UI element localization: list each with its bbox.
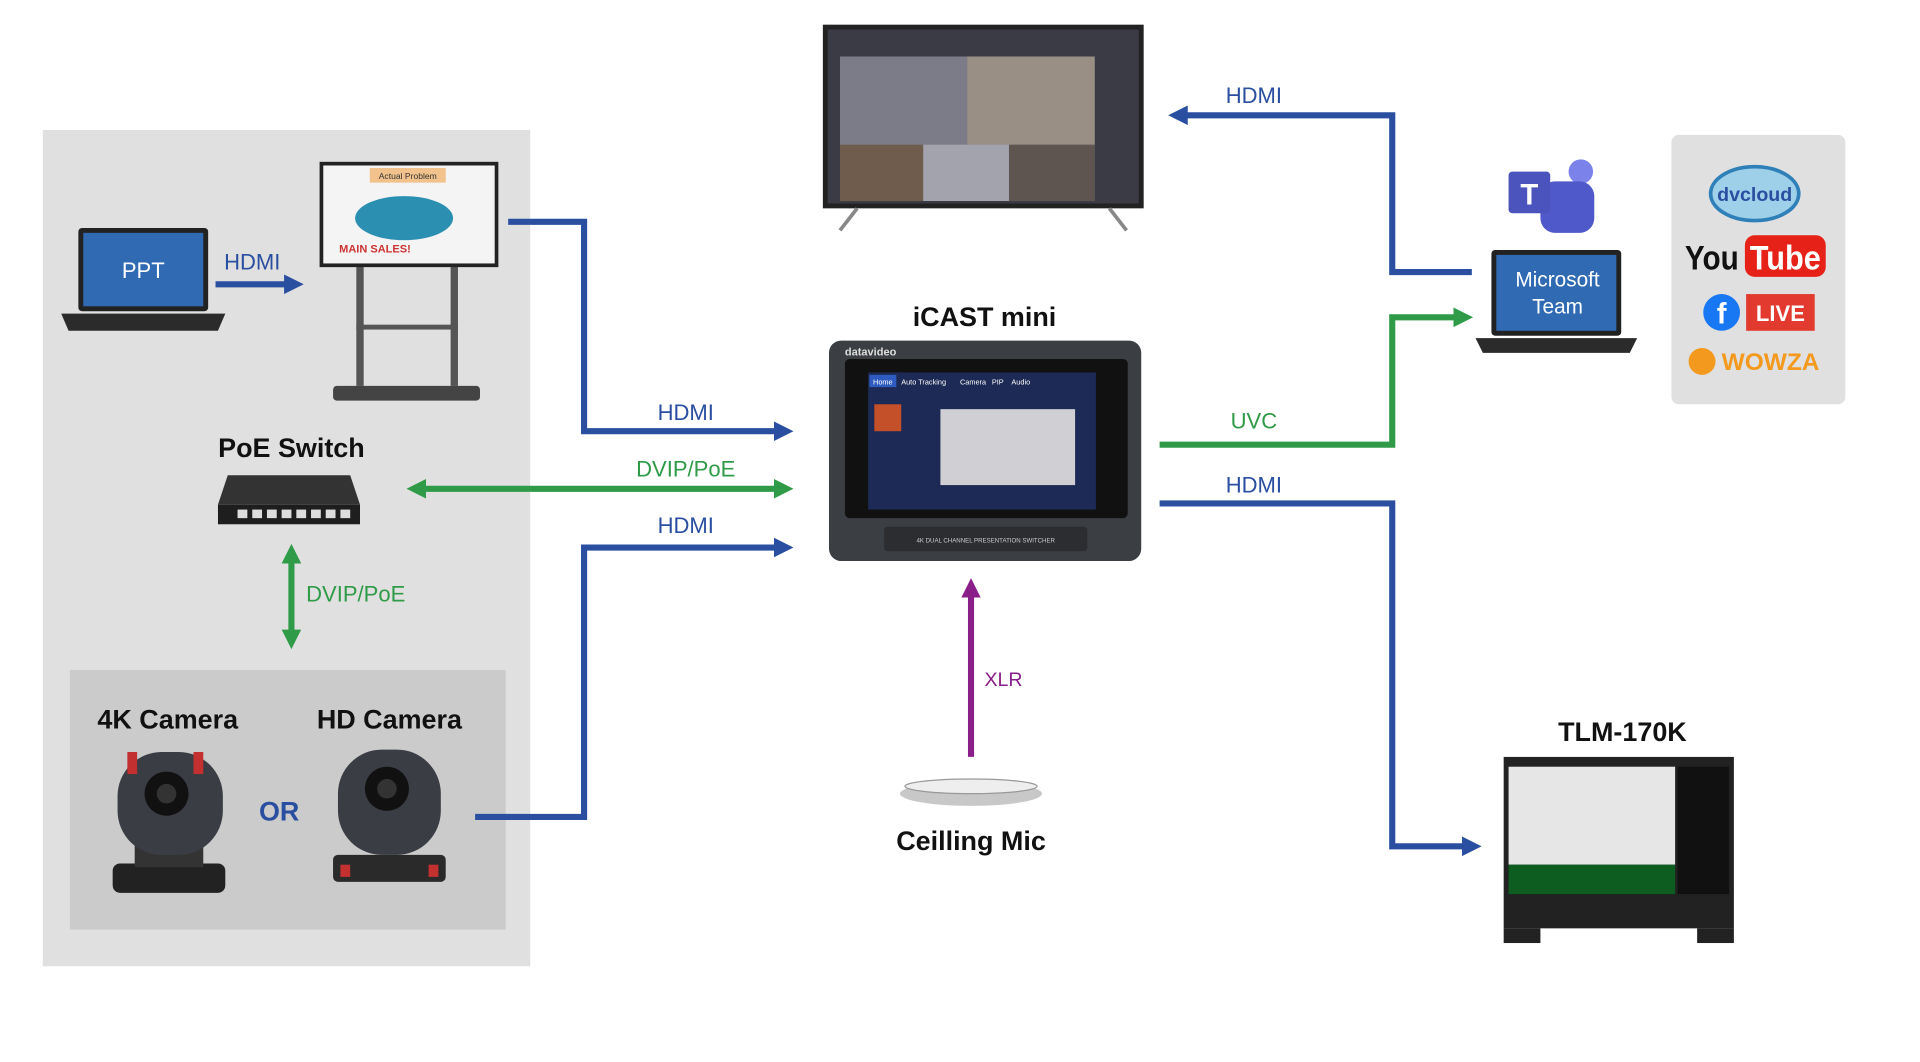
icast-mini-device: datavideo Home Auto Tracking Camera PIP …	[828, 340, 1142, 561]
label-dvip-switch: DVIP/PoE	[636, 457, 735, 482]
label-hdmi-display: HDMI	[658, 400, 714, 425]
poe-switch	[217, 475, 360, 525]
youtube-logo: You Tube	[1685, 235, 1826, 278]
label-dvip-camera: DVIP/PoE	[306, 581, 405, 606]
display-title: Actual Problem	[379, 171, 437, 181]
hdmi-teams-to-tv	[1168, 105, 1472, 276]
svg-text:Tube: Tube	[1750, 240, 1821, 278]
laptop-ppt: PPT	[61, 227, 226, 331]
icast-tab: Home	[873, 378, 893, 387]
hdmi-camera-to-icast	[475, 537, 794, 820]
svg-text:T: T	[1520, 179, 1538, 212]
svg-text:LIVE: LIVE	[1756, 301, 1805, 326]
teams-tv	[822, 24, 1144, 232]
laptop-microsoft-team: Microsoft Team	[1475, 249, 1638, 353]
label-hdmi-camera: HDMI	[658, 513, 714, 538]
wowza-logo: WOWZA	[1688, 347, 1820, 376]
camera-hd	[333, 749, 446, 882]
tlm-title: TLM-170K	[1558, 717, 1687, 747]
svg-text:f: f	[1717, 297, 1727, 330]
dvcloud-logo: dvcloud	[1708, 164, 1801, 223]
label-hdmi-tlm: HDMI	[1226, 472, 1282, 497]
icast-tab: Auto Tracking	[901, 378, 946, 387]
label-hdmi-ppt: HDMI	[224, 250, 280, 275]
svg-text:WOWZA: WOWZA	[1722, 349, 1820, 376]
icast-tab: Camera	[960, 378, 987, 387]
poe-switch-title: PoE Switch	[218, 433, 365, 463]
camera-hd-title: HD Camera	[317, 705, 463, 735]
camera-4k-title: 4K Camera	[97, 705, 239, 735]
microsoft-teams-logo: T	[1508, 159, 1595, 233]
label-hdmi-tv: HDMI	[1226, 83, 1282, 108]
svg-text:dvcloud: dvcloud	[1717, 184, 1792, 206]
icast-tab: Audio	[1011, 378, 1030, 387]
icast-footer: 4K DUAL CHANNEL PRESENTATION SWITCHER	[916, 538, 1055, 545]
or-text: OR	[259, 797, 299, 827]
uvc-icast-to-teams	[1159, 307, 1474, 448]
facebook-live-logo: f LIVE	[1703, 294, 1815, 331]
hdmi-display-to-icast	[508, 218, 794, 442]
display-sales-text: MAIN SALES!	[339, 243, 411, 255]
camera-4k	[112, 752, 226, 893]
ceiling-mic	[900, 778, 1043, 806]
label-uvc: UVC	[1231, 409, 1278, 434]
ppt-screen-text: PPT	[122, 258, 165, 283]
ceiling-mic-title: Ceilling Mic	[896, 826, 1046, 856]
display-stand: Actual Problem MAIN SALES!	[319, 161, 499, 401]
teams-screen-line1: Microsoft	[1515, 269, 1600, 292]
icast-title: iCAST mini	[913, 302, 1057, 332]
icast-tab: PIP	[992, 378, 1004, 387]
teams-screen-line2: Team	[1532, 296, 1583, 319]
svg-text:You: You	[1685, 240, 1739, 278]
icast-brand: datavideo	[845, 346, 897, 358]
hdmi-icast-to-tlm	[1159, 500, 1482, 857]
tlm-170k-monitor	[1503, 756, 1734, 944]
label-xlr: XLR	[984, 669, 1022, 691]
